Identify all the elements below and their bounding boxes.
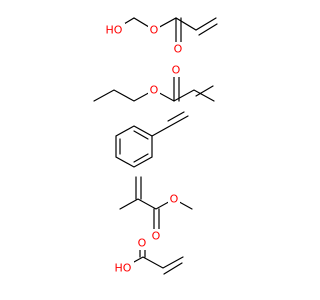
hydroxyl-label: HO bbox=[106, 24, 123, 37]
carbonyl-oxygen-label: O bbox=[172, 64, 181, 77]
methyl-methacrylate-structure: O O bbox=[119, 176, 193, 243]
ester-oxygen-label: O bbox=[150, 84, 159, 97]
carbonyl-oxygen-label: O bbox=[174, 43, 183, 56]
butyl-acrylate-structure: O O bbox=[93, 63, 215, 102]
hydroxyethyl-acrylate-structure: HO O O bbox=[103, 17, 218, 56]
ester-oxygen-label: O bbox=[170, 193, 179, 206]
acrylic-acid-structure: HO O bbox=[112, 236, 184, 275]
hydroxyl-label: HO bbox=[115, 262, 132, 275]
carbonyl-oxygen-label: O bbox=[138, 237, 147, 250]
styrene-structure bbox=[115, 111, 189, 168]
carbonyl-oxygen-label: O bbox=[152, 230, 161, 243]
ester-oxygen-label: O bbox=[150, 24, 159, 37]
molecule-diagram: HO O O O O O O bbox=[93, 17, 218, 275]
